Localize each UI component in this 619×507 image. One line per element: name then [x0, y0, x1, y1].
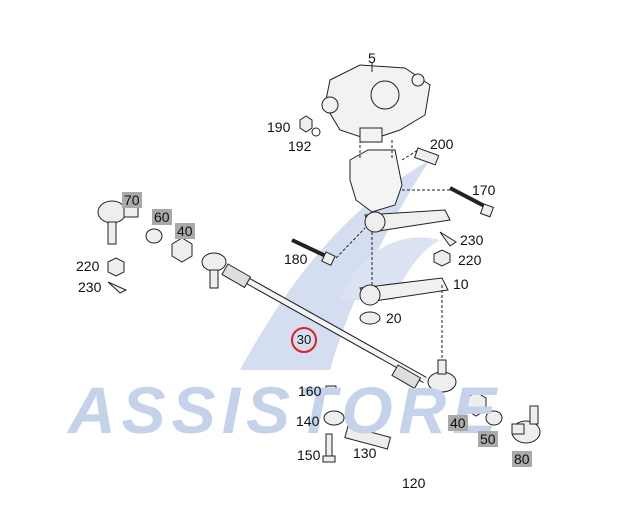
part-label-220-right: 220 — [458, 252, 482, 268]
part-label-50: 50 — [478, 431, 498, 447]
cotter-pin-230a — [107, 281, 128, 294]
tie-rod-end-80 — [511, 405, 541, 444]
bolt-150 — [322, 433, 336, 463]
part-label-170: 170 — [472, 182, 496, 198]
clamp-160 — [325, 385, 337, 395]
part-label-230-right: 230 — [460, 232, 484, 248]
part-label-40-left: 40 — [175, 223, 195, 239]
part-label-20: 20 — [386, 310, 402, 326]
tie-rod-end-70 — [97, 200, 139, 245]
part-label-150: 150 — [297, 447, 321, 463]
mounting-bracket — [349, 149, 403, 213]
part-label-5: 5 — [368, 50, 376, 66]
steering-gearbox — [321, 64, 431, 143]
watermark-swoosh — [240, 160, 430, 370]
washer-192 — [311, 127, 321, 137]
part-label-70: 70 — [122, 192, 142, 208]
part-label-60: 60 — [152, 209, 172, 225]
part-label-190: 190 — [267, 119, 291, 135]
nut-40b — [465, 391, 487, 417]
washer-50 — [485, 410, 503, 426]
part-label-140: 140 — [296, 413, 320, 429]
part-label-220-left: 220 — [76, 258, 100, 274]
part-label-230-left: 230 — [78, 279, 102, 295]
sleeve-130 — [344, 425, 392, 450]
washer-60 — [145, 228, 163, 244]
ball-joint-right — [427, 359, 457, 393]
selected-part-callout-30[interactable]: 30 — [291, 327, 317, 353]
nut-220b — [433, 249, 451, 267]
part-label-120: 120 — [402, 475, 426, 491]
watermark-swoosh-inner — [340, 237, 440, 300]
part-label-192: 192 — [288, 138, 312, 154]
part-label-130: 130 — [353, 445, 377, 461]
nut-190 — [299, 115, 313, 133]
tie-rod — [221, 263, 427, 390]
clamp-140 — [323, 410, 345, 426]
cotter-pin-230b — [439, 231, 457, 247]
part-label-10: 10 — [453, 276, 469, 292]
part-label-40-right: 40 — [448, 415, 468, 431]
bushing-20 — [359, 311, 381, 325]
bolt-200 — [413, 147, 440, 166]
nut-220a — [107, 257, 125, 277]
bolt-170 — [449, 186, 495, 218]
part-label-80: 80 — [512, 451, 532, 467]
ball-joint-left — [201, 252, 227, 289]
part-label-200: 200 — [430, 136, 454, 152]
part-label-180: 180 — [284, 251, 308, 267]
bolt-180 — [291, 238, 336, 266]
watermark-text: ASSISTORE — [68, 373, 503, 447]
nut-40a — [171, 237, 193, 263]
part-label-160: 160 — [298, 383, 322, 399]
